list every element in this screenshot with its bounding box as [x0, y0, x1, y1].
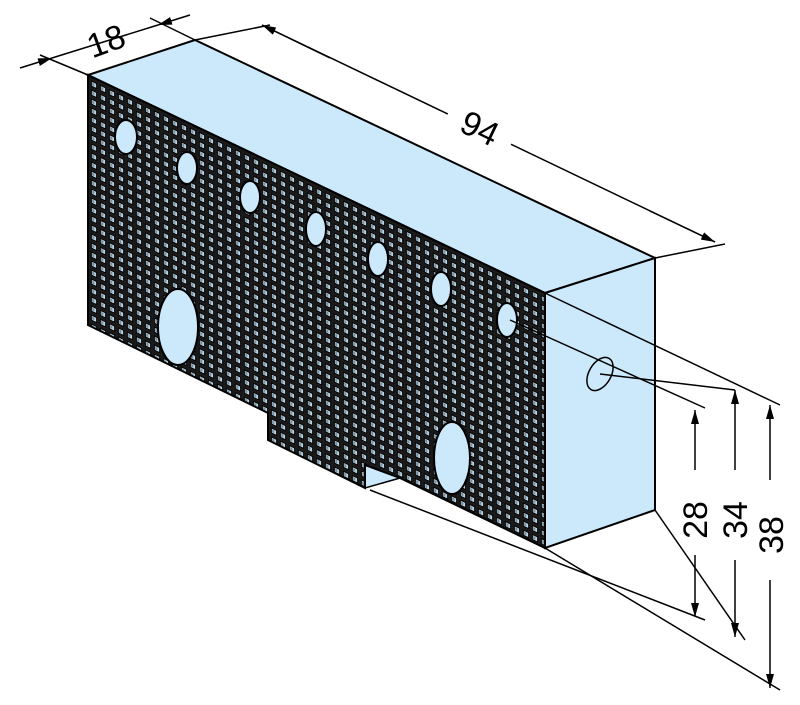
height-extension-lines: [369, 292, 781, 691]
height-dimension-lines: [691, 390, 774, 688]
mesh-holes: [114, 119, 518, 495]
dimension-depth-label: 18: [82, 17, 131, 66]
dimension-depth: [19, 14, 196, 76]
mesh-front-face: [87, 73, 546, 550]
dimension-height-34-label: 34: [717, 501, 755, 539]
dimension-height-28-label: 28: [677, 501, 715, 539]
end-face-hole: [586, 356, 614, 392]
dimension-height-38-label: 38: [753, 516, 791, 554]
